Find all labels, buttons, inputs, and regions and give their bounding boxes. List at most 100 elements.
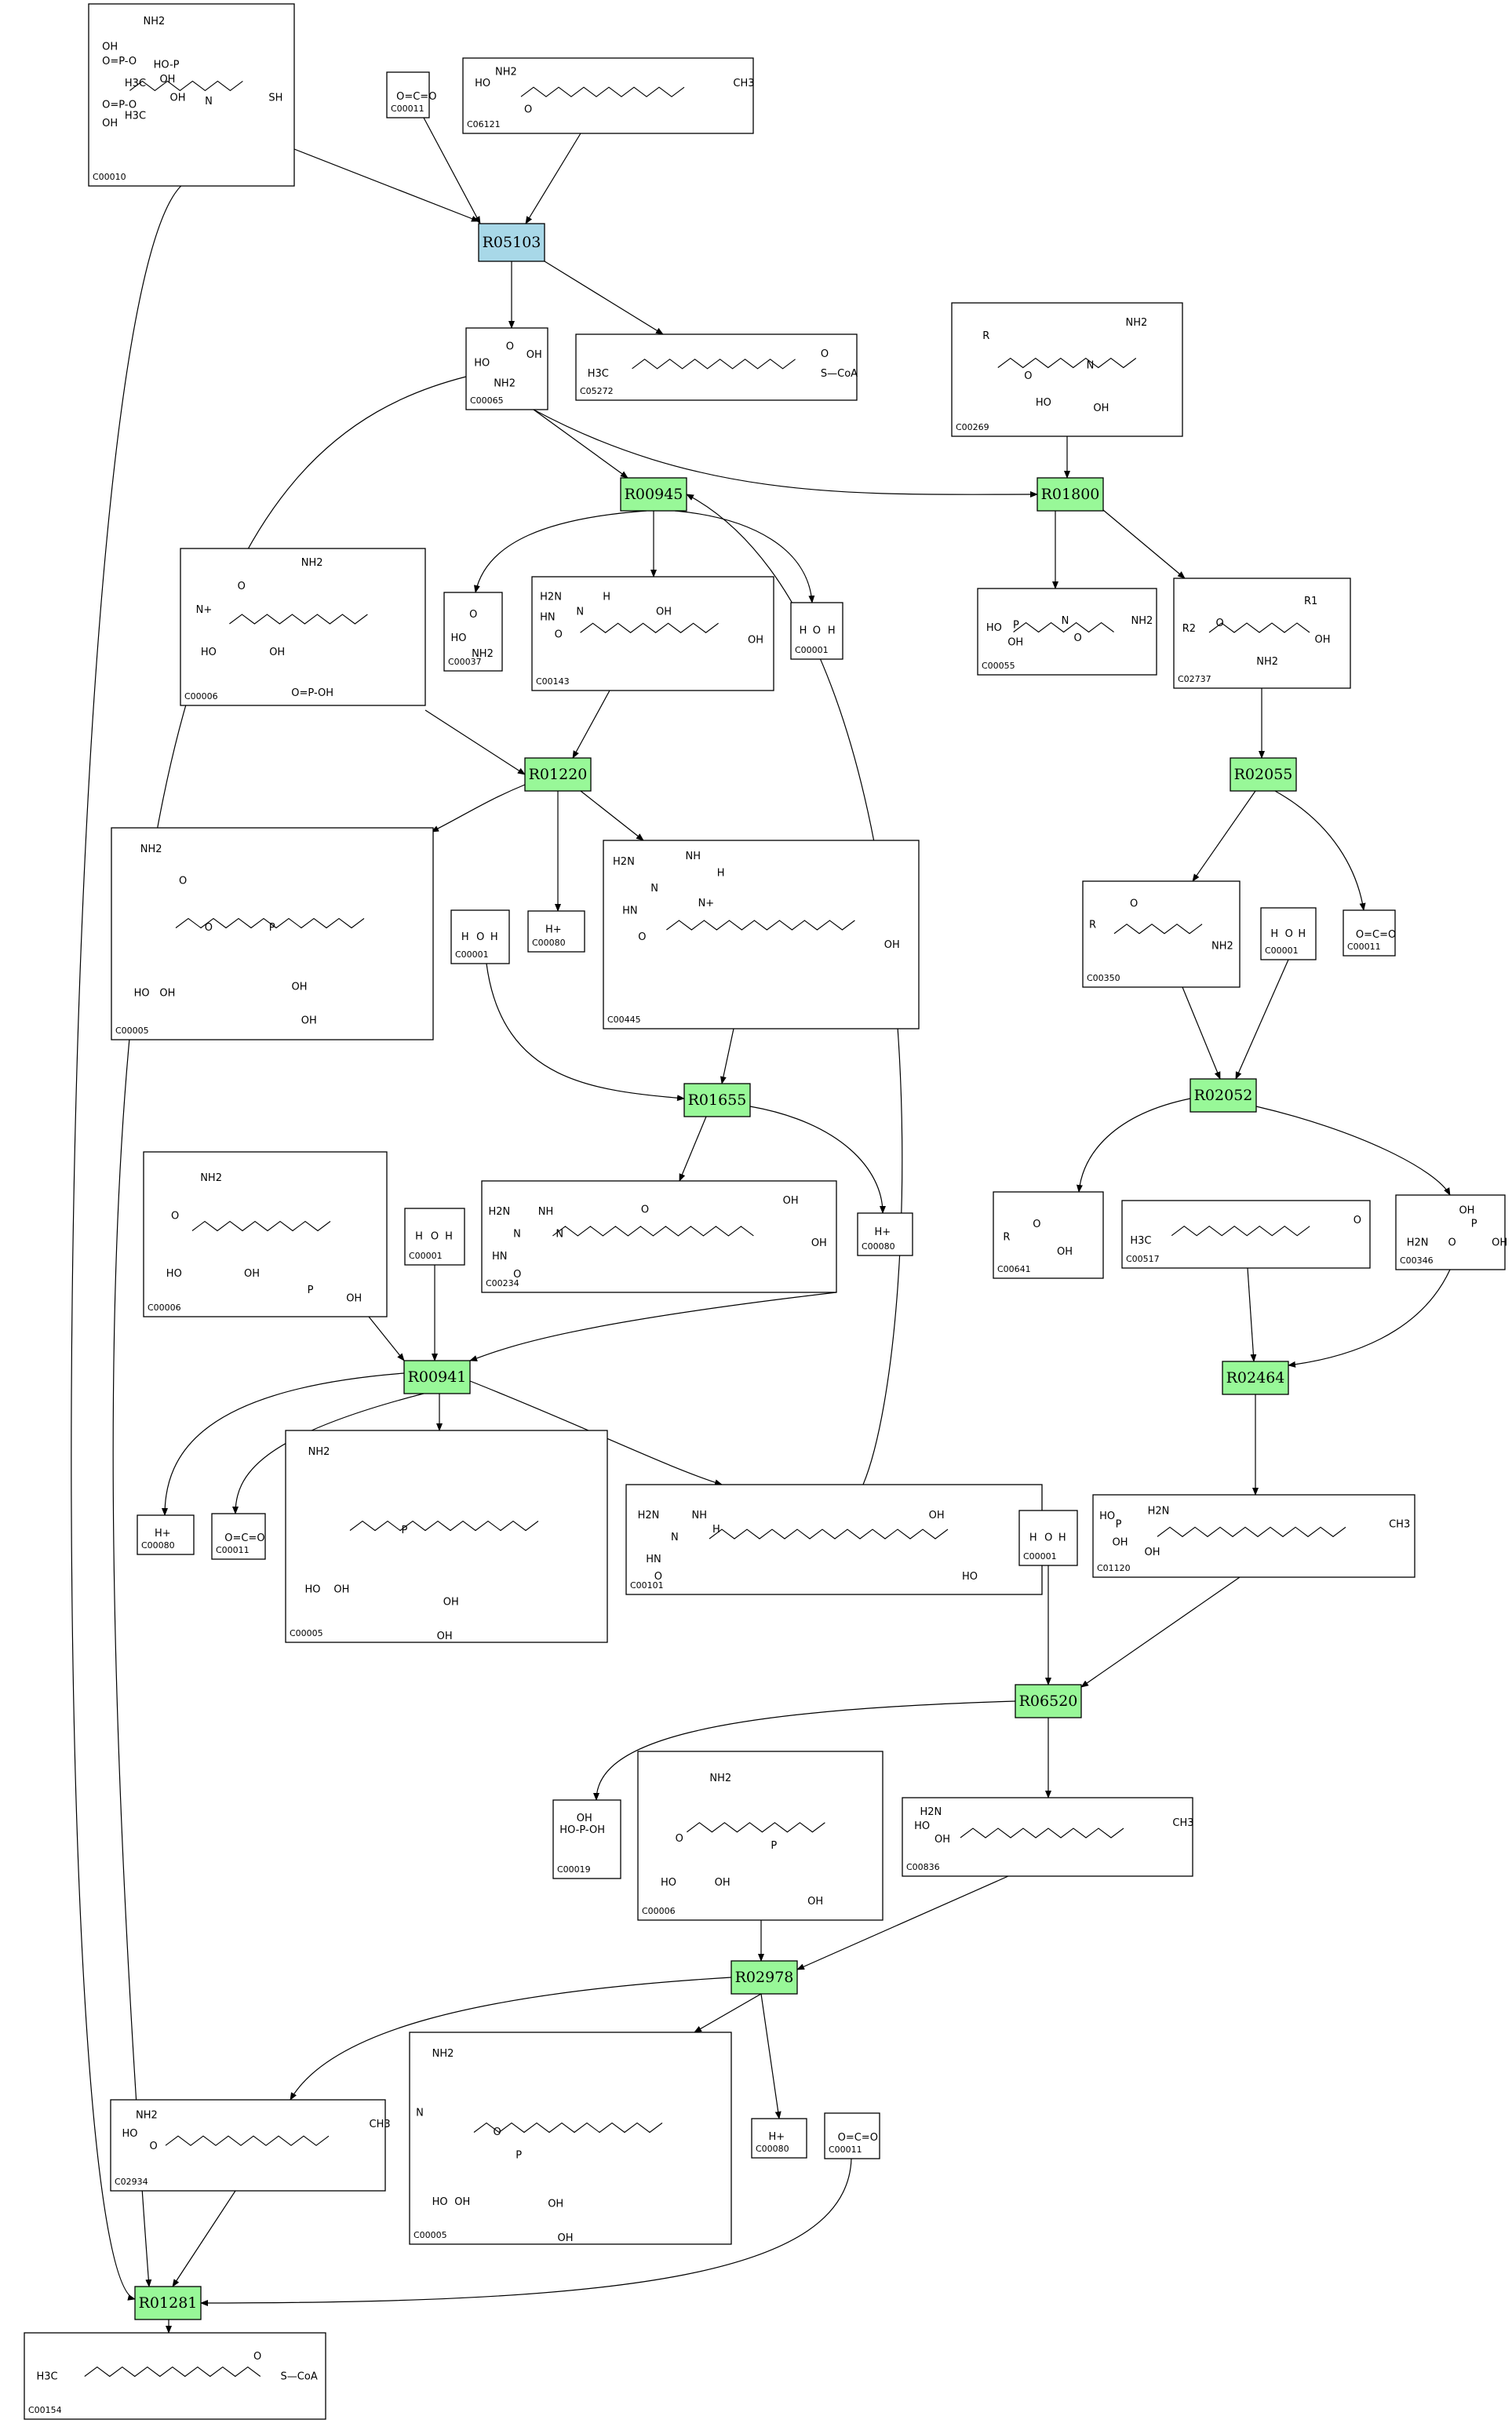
reaction-node[interactable]: R02978 xyxy=(730,1960,798,1995)
structure-label: H xyxy=(712,1524,720,1536)
reaction-node[interactable]: R01655 xyxy=(683,1083,751,1117)
structure-sketch xyxy=(709,1529,949,1540)
compound-box[interactable]: H+C00080 xyxy=(137,1514,195,1555)
compound-id: C00001 xyxy=(455,949,489,960)
reaction-id: R01220 xyxy=(529,766,588,783)
compound-box[interactable]: H+C00080 xyxy=(857,1212,913,1256)
reaction-edge xyxy=(232,1393,424,1514)
compound-id: C00080 xyxy=(756,2144,789,2154)
compound-id: C00010 xyxy=(93,172,126,182)
structure-label: O xyxy=(638,931,646,943)
compound-id: C00836 xyxy=(906,1862,940,1872)
structure-label: OH xyxy=(935,1834,950,1846)
reaction-node[interactable]: R06520 xyxy=(1015,1684,1082,1718)
structure-label: H3C xyxy=(125,78,146,89)
reaction-edge xyxy=(469,1380,723,1486)
compound-id: C00001 xyxy=(795,645,829,655)
reaction-edge xyxy=(423,117,481,224)
structure-label: H2N xyxy=(1148,1506,1170,1518)
structure-label: HN xyxy=(646,1554,661,1565)
structure-label: OH xyxy=(1057,1246,1073,1258)
reaction-node[interactable]: R01800 xyxy=(1037,477,1104,512)
structure-sketch xyxy=(191,1220,331,1232)
reaction-node[interactable]: R05103 xyxy=(478,223,545,262)
structure-label: O=C=O xyxy=(396,91,436,103)
structure-label: R xyxy=(982,330,989,342)
reaction-node[interactable]: R02055 xyxy=(1230,757,1297,792)
reaction-edge xyxy=(533,409,1038,498)
structure-label: HO xyxy=(122,2128,138,2140)
structure-label: P xyxy=(516,2150,522,2162)
structure-label: OH xyxy=(929,1510,945,1521)
structure-label: O xyxy=(1448,1237,1456,1248)
structure-sketch xyxy=(1157,1526,1346,1537)
reaction-id: R02464 xyxy=(1226,1369,1285,1387)
reaction-node[interactable]: R02052 xyxy=(1190,1078,1257,1113)
structure-label: OH xyxy=(548,2199,563,2210)
structure-label: O xyxy=(555,629,563,640)
structure-label: NH xyxy=(692,1510,708,1521)
compound-id: C00001 xyxy=(1265,946,1299,956)
structure-label: H xyxy=(1298,928,1306,940)
structure-label: H2N xyxy=(613,856,635,868)
structure-label: N xyxy=(556,1229,563,1241)
reaction-edge xyxy=(749,1106,886,1214)
structure-label: O xyxy=(179,875,187,887)
reaction-node[interactable]: R01220 xyxy=(524,757,592,792)
compound-box[interactable]: H+C00080 xyxy=(527,910,585,953)
structure-label: O xyxy=(821,348,829,360)
structure-label: OH xyxy=(1492,1237,1507,1248)
structure-label: HO xyxy=(986,622,1002,634)
reaction-node[interactable]: R01281 xyxy=(134,2286,202,2320)
structure-label: O xyxy=(238,581,246,592)
structure-label: OH xyxy=(159,988,175,1000)
reaction-node[interactable]: R02464 xyxy=(1222,1361,1289,1395)
structure-label: N xyxy=(671,1532,679,1543)
reaction-node[interactable]: R00945 xyxy=(620,477,687,512)
compound-box[interactable]: H+C00080 xyxy=(751,2118,807,2159)
reaction-node[interactable]: R00941 xyxy=(403,1360,471,1394)
structure-label: OH xyxy=(346,1293,362,1305)
structure-sketch xyxy=(997,357,1137,369)
structure-label: OH xyxy=(715,1877,730,1889)
compound-id: C00011 xyxy=(391,104,424,114)
reaction-edge xyxy=(431,784,526,833)
reaction-edge xyxy=(1288,1269,1451,1368)
